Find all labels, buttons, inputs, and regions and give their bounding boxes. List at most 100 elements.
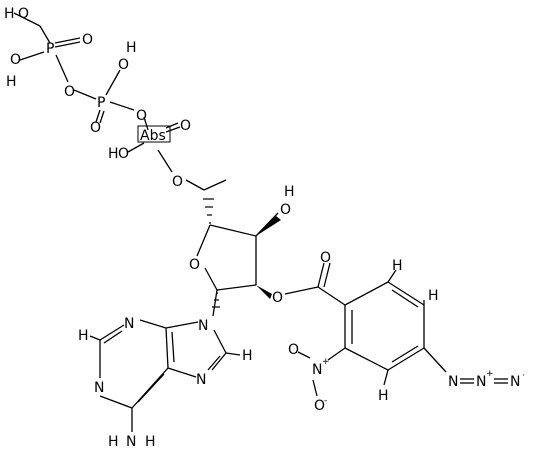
- bond: [99, 324, 125, 341]
- bond: [165, 321, 199, 329]
- bond: [167, 367, 197, 378]
- bond: [109, 101, 135, 111]
- atom-n: N: [94, 380, 104, 396]
- bond: [165, 327, 169, 369]
- bond: [317, 286, 346, 306]
- charge-minus: -: [324, 396, 327, 406]
- atom-n: N: [312, 362, 322, 378]
- stereo-hash-c1: [212, 292, 220, 308]
- bond: [327, 347, 346, 361]
- atom-o: O: [180, 118, 191, 134]
- bond: [89, 335, 101, 341]
- atom-h: H: [242, 348, 253, 364]
- bond: [103, 330, 123, 344]
- atom-h: H: [428, 288, 439, 304]
- atom-h: H: [284, 184, 295, 200]
- atom-o: O: [118, 57, 129, 73]
- atom-o: O: [136, 108, 147, 124]
- atom-h: H: [392, 258, 403, 274]
- bond: [213, 329, 227, 354]
- bond: [344, 281, 389, 306]
- atom-o: O: [118, 146, 129, 162]
- bond: [207, 355, 221, 371]
- bond: [216, 284, 257, 291]
- atom-n: N: [510, 374, 520, 390]
- atom-n: N: [448, 374, 458, 390]
- bond: [211, 352, 227, 371]
- bond: [317, 262, 325, 288]
- bond: [255, 212, 279, 237]
- atom-n: N: [196, 372, 206, 388]
- charge-plus: +: [486, 369, 494, 379]
- atom-o: O: [64, 84, 75, 100]
- bond: [344, 347, 389, 371]
- atom-n: N: [476, 374, 486, 390]
- bond: [209, 224, 257, 237]
- bond: [105, 69, 121, 96]
- atom-o: O: [280, 202, 291, 218]
- atom-o: O: [18, 6, 29, 22]
- bond: [13, 12, 41, 27]
- atom-p: P: [97, 95, 105, 111]
- abs-label: Abs: [140, 128, 166, 144]
- atom-h: H: [145, 434, 156, 450]
- atom-p: P: [46, 41, 54, 57]
- bond: [204, 267, 218, 291]
- bond: [54, 41, 81, 48]
- bond: [312, 379, 318, 397]
- atom-h: H: [378, 388, 389, 404]
- bond: [55, 54, 69, 83]
- bond: [73, 89, 97, 100]
- bond: [387, 269, 397, 283]
- bond: [39, 25, 51, 44]
- abs-label-box: [137, 125, 171, 143]
- bond: [127, 142, 145, 153]
- stereo-hash-c5: [203, 198, 214, 224]
- bond: [423, 347, 447, 373]
- bond: [171, 331, 175, 363]
- stereo-wedge-c2: [256, 285, 272, 299]
- bond: [99, 110, 105, 124]
- bond: [212, 289, 218, 317]
- atom-o: O: [10, 52, 21, 68]
- bond: [54, 37, 81, 44]
- atom-o: O: [82, 32, 93, 48]
- stereo-wedge-c3: [256, 216, 281, 236]
- bond: [19, 51, 45, 61]
- charge-plus: +: [322, 357, 330, 367]
- atom-o: O: [288, 342, 299, 358]
- atom-o: O: [90, 120, 101, 136]
- bond: [131, 367, 169, 409]
- bond: [143, 116, 149, 131]
- bond: [99, 395, 133, 409]
- bond: [95, 109, 101, 123]
- atom-n: N: [124, 316, 134, 332]
- bonds-layer: [13, 12, 508, 432]
- atom-n: N: [198, 318, 208, 334]
- bond: [185, 179, 205, 191]
- atom-h: H: [126, 40, 137, 56]
- bond: [165, 122, 179, 129]
- atom-h: H: [108, 434, 119, 450]
- atom-o: O: [320, 250, 331, 266]
- bond: [391, 345, 419, 363]
- bond: [196, 224, 211, 257]
- bond: [139, 319, 167, 329]
- atom-h: H: [78, 328, 89, 344]
- bond: [284, 286, 319, 295]
- atom-h: H: [4, 6, 15, 22]
- atom-h: H: [6, 74, 17, 90]
- atom-o: O: [314, 398, 325, 414]
- atom-o: O: [172, 174, 183, 190]
- bond: [165, 126, 181, 133]
- bond: [387, 347, 425, 371]
- atom-o: O: [272, 290, 283, 306]
- bond: [323, 262, 331, 288]
- bond: [387, 281, 425, 306]
- bond: [225, 352, 241, 356]
- bond: [157, 149, 173, 173]
- radical-dot: ·: [522, 371, 525, 381]
- bond: [137, 373, 165, 403]
